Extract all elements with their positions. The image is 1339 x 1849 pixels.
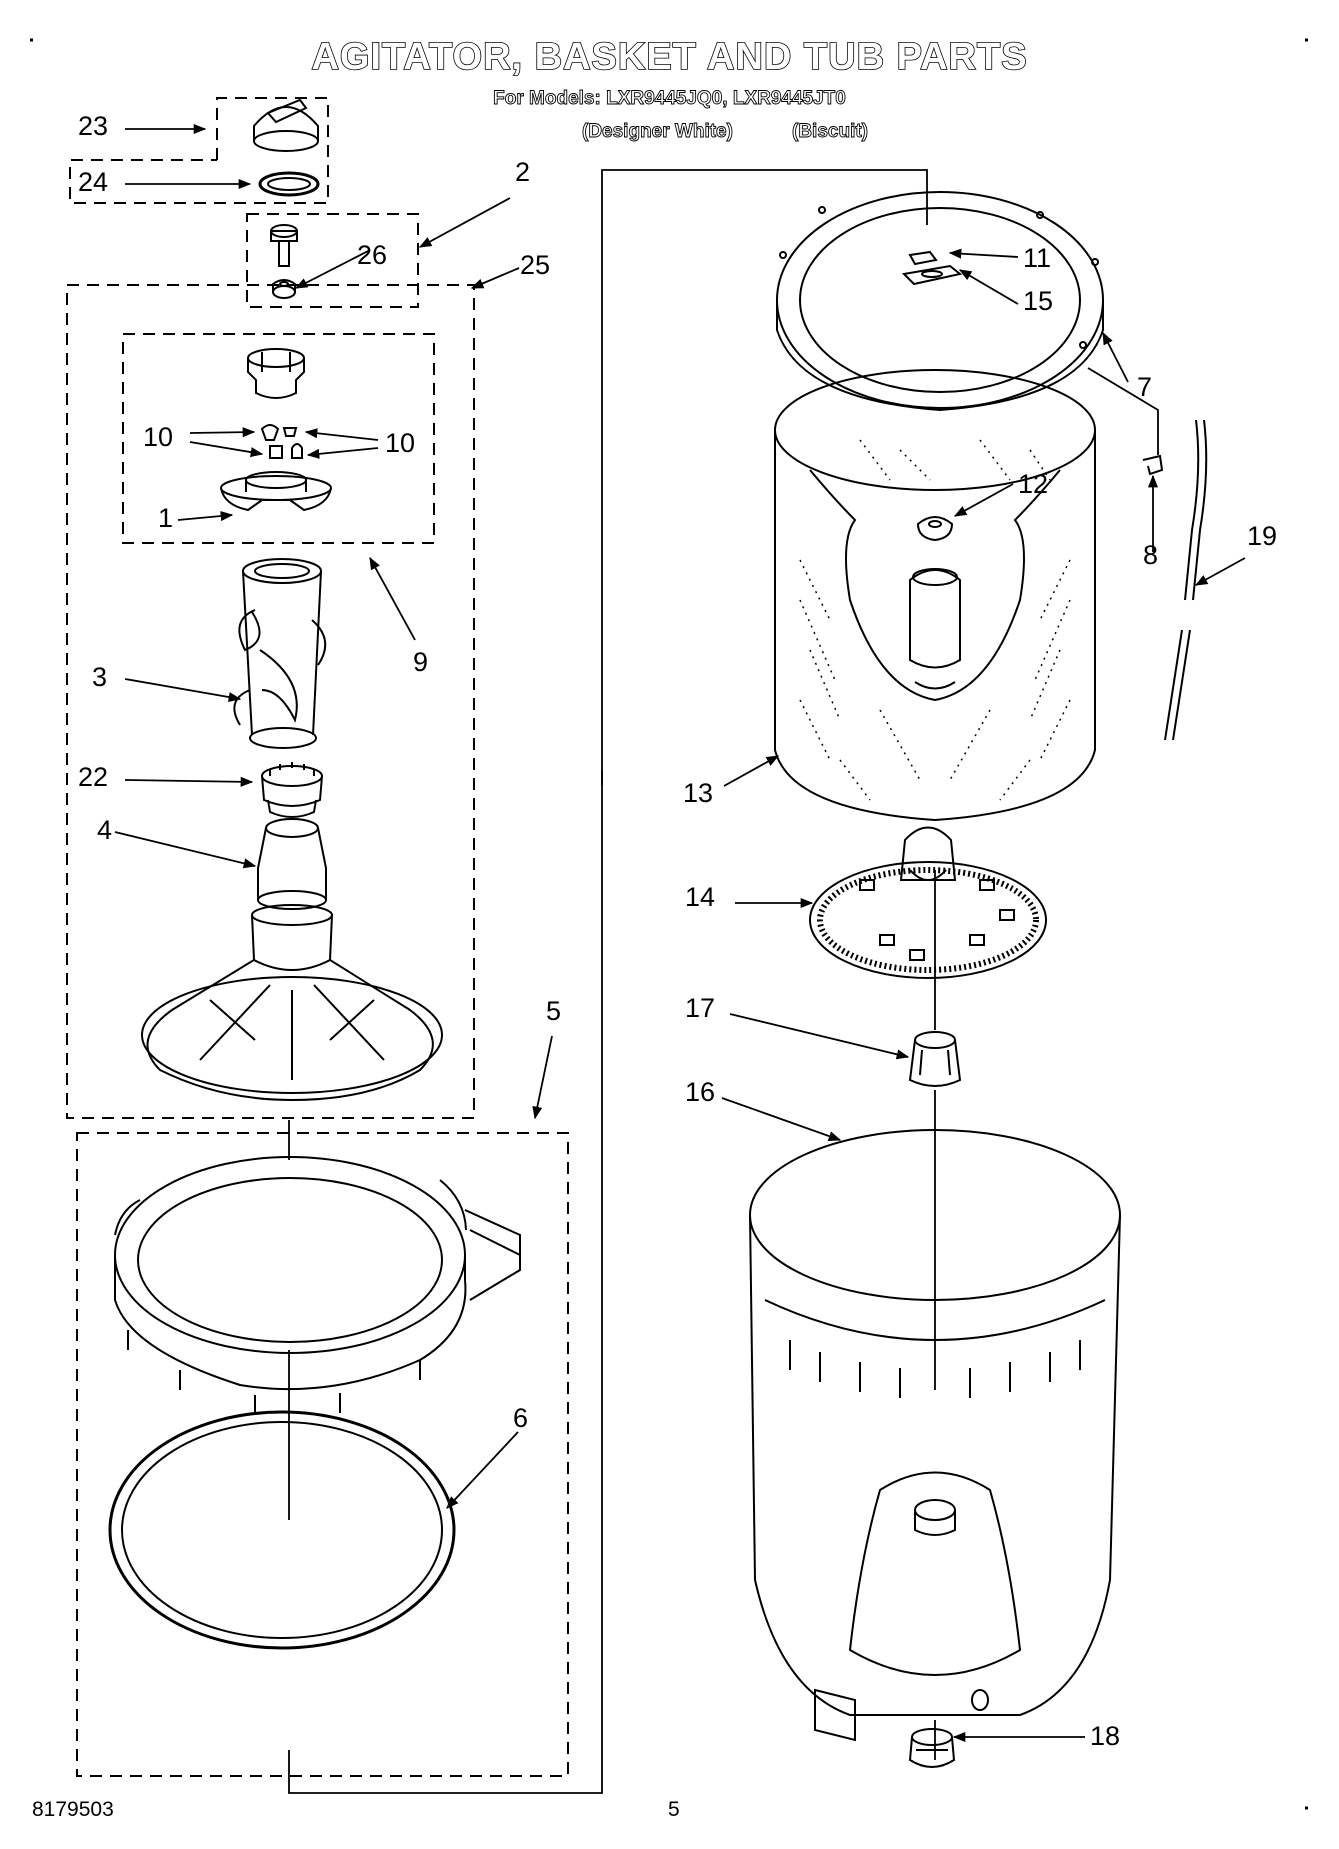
assembly-lines [288, 169, 1159, 1794]
callout-15: 15 [1023, 286, 1054, 316]
callout-2: 2 [515, 157, 531, 187]
group-box-25 [66, 284, 475, 1119]
callout-9: 9 [413, 647, 429, 677]
callout-6: 6 [513, 1403, 529, 1433]
part-14-seal [809, 826, 1047, 979]
callout-25: 25 [520, 250, 551, 280]
variant-biscuit: (Biscuit) [792, 121, 869, 143]
callout-24: 24 [78, 167, 109, 197]
callout-19: 19 [1247, 521, 1278, 551]
group-box-5 [76, 1132, 569, 1777]
part-6-seal-ring [108, 1410, 456, 1650]
diagram-title: AGITATOR, BASKET AND TUB PARTS [311, 35, 1028, 79]
callout-10-right: 10 [385, 428, 416, 458]
group-box-2 [246, 213, 419, 308]
callout-4: 4 [97, 815, 113, 845]
part-18-plug [908, 1728, 956, 1768]
corner-marks [30, 38, 1308, 1810]
part-16-tub [749, 1129, 1121, 1742]
callout-11: 11 [1023, 243, 1052, 273]
part-15-bracket [901, 264, 963, 286]
part-10-dogs [260, 424, 303, 459]
callout-5: 5 [546, 996, 562, 1026]
part-7-balance-ring [776, 191, 1104, 412]
part-26-bolt [270, 224, 298, 299]
part-13-basket [774, 369, 1096, 822]
callout-17: 17 [685, 993, 716, 1023]
part-5-tub-ring [114, 1156, 521, 1415]
callout-13: 13 [683, 778, 714, 808]
callout-14: 14 [685, 882, 716, 912]
variant-designer-white: (Designer White) [582, 121, 734, 143]
callout-10-left: 10 [143, 422, 174, 452]
basket-perforations [799, 439, 1071, 801]
callout-22: 22 [78, 762, 109, 792]
document-number: 8179503 [32, 1798, 114, 1821]
group-box-23 [69, 97, 329, 204]
part-4-base [141, 818, 443, 1102]
part-23-cap [253, 98, 319, 152]
callout-12: 12 [1018, 469, 1049, 499]
part-8-clip [1142, 454, 1164, 476]
callout-3: 3 [92, 662, 108, 692]
callout-18: 18 [1090, 1721, 1121, 1751]
models-line: For Models: LXR9445JQ0, LXR9445JT0 [493, 88, 847, 110]
part-17-bearing [908, 1031, 962, 1087]
callout-1: 1 [158, 503, 174, 533]
part-3-agitator [233, 558, 327, 749]
part-1-dog-plate [220, 471, 332, 512]
part-11-clip [908, 250, 938, 266]
leader-arrows [114, 123, 1246, 1743]
part-19-hose [1164, 419, 1208, 741]
part-24-seal [258, 171, 320, 197]
callout-16: 16 [685, 1077, 716, 1107]
page-number: 5 [668, 1798, 680, 1821]
callout-23: 23 [78, 111, 109, 141]
part-22-coupler [261, 762, 323, 818]
callout-26: 26 [357, 240, 388, 270]
callout-7: 7 [1137, 372, 1153, 402]
callout-8: 8 [1143, 540, 1159, 570]
part-9-cam [247, 348, 305, 399]
